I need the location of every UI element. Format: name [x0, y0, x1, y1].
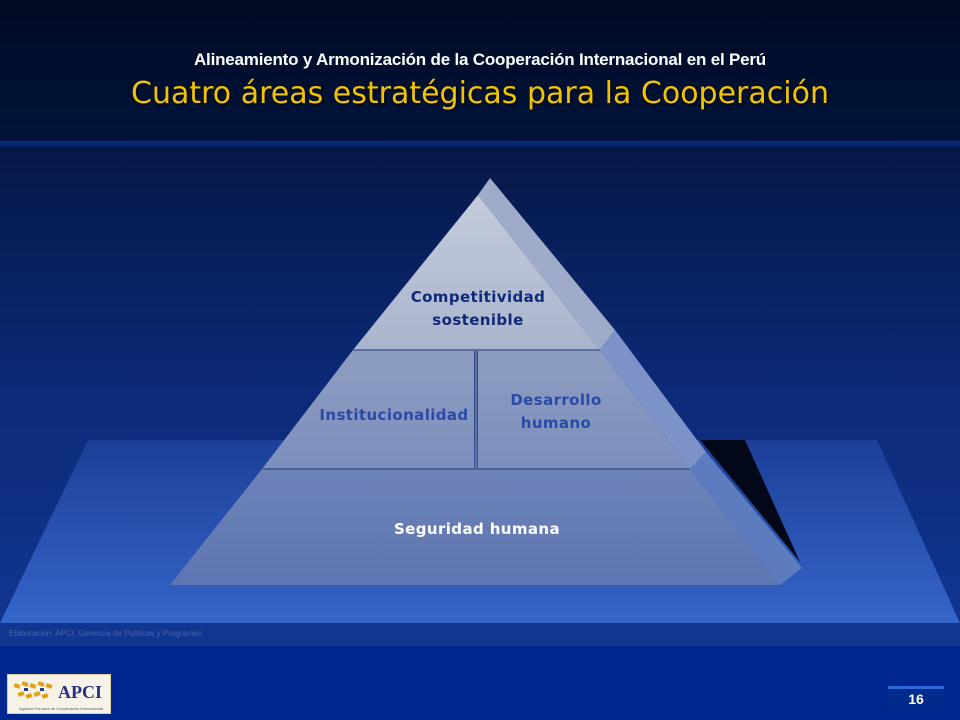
- apci-logo-icon: [13, 681, 53, 699]
- pyramid-side-middle: [600, 330, 706, 469]
- pyramid-middle-left-tier: [262, 350, 474, 469]
- pyramid-side-base: [690, 452, 802, 585]
- header-divider: [0, 141, 960, 147]
- slide-title: Cuatro áreas estratégicas para la Cooper…: [131, 76, 829, 111]
- source-note: Elaboración: APCI, Gerencia de Políticas…: [9, 629, 202, 638]
- pyramid-base-tier: [170, 469, 780, 585]
- label-seguridad-humana: Seguridad humana: [393, 520, 561, 538]
- pyramid-side-top: [478, 178, 615, 350]
- page-number: 16: [888, 686, 944, 710]
- header-bar: [0, 0, 960, 142]
- label-institucionalidad: Institucionalidad: [319, 406, 469, 424]
- label-desarrollo-humano: Desarrollo humano: [510, 391, 602, 432]
- label-competitividad: Competitividad sostenible: [410, 288, 546, 329]
- logo-text: APCI: [58, 682, 102, 702]
- logo-tagline: Agencia Peruana de Cooperación Internaci…: [18, 706, 104, 711]
- apci-logo: APCI Agencia Peruana de Cooperación Inte…: [7, 674, 111, 714]
- pyramid-top-tier: [353, 195, 600, 350]
- pyramid-shadow: [700, 440, 800, 562]
- footer-bar: [0, 646, 960, 720]
- slide-subtitle: Alineamiento y Armonización de la Cooper…: [193, 50, 766, 69]
- pyramid-middle-right-tier: [478, 350, 690, 469]
